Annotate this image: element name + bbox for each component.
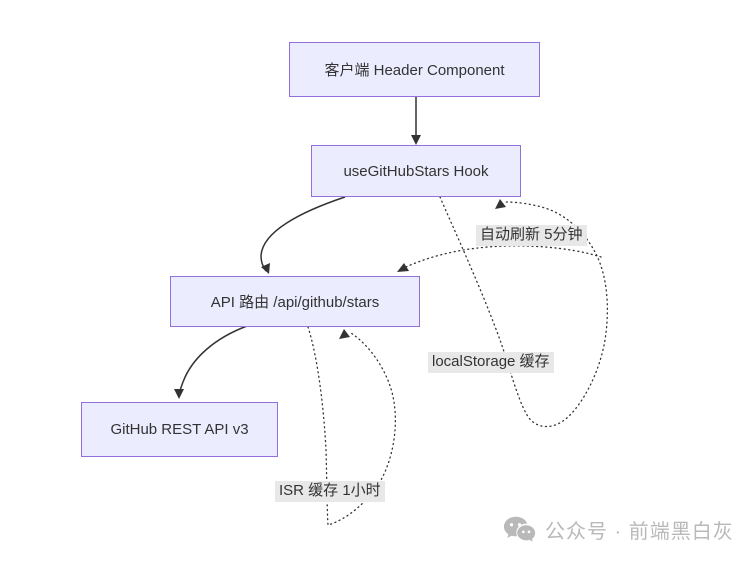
watermark-text: 公众号 · 前端黑白灰 <box>545 521 734 543</box>
arrowhead-api-top-right <box>397 263 409 272</box>
watermark: 公众号 · 前端黑白灰 <box>503 515 734 544</box>
edge-hook-selfloop-localstorage <box>439 196 609 428</box>
node-github-rest-api: GitHub REST API v3 <box>81 402 278 457</box>
edge-label-auto-refresh: 自动刷新 5分钟 <box>476 225 587 246</box>
node-usegithubstars-hook: useGitHubStars Hook <box>311 145 521 197</box>
node-api-route: API 路由 /api/github/stars <box>170 276 420 327</box>
arrowhead-api-top <box>261 263 270 274</box>
node-header-component: 客户端 Header Component <box>289 42 540 97</box>
arrowhead-api-bottom <box>339 329 350 339</box>
wechat-icon <box>503 516 537 543</box>
arrowhead-hook-bottom <box>495 199 506 209</box>
edge-hook-to-api <box>260 196 346 272</box>
arrowhead-hook-top <box>411 135 421 145</box>
edge-label-isr-cache: ISR 缓存 1小时 <box>275 481 385 502</box>
arrowhead-github-top <box>174 389 184 399</box>
edge-label-localstorage-cache: localStorage 缓存 <box>428 352 554 373</box>
edge-api-to-github <box>178 325 248 395</box>
edge-hook-to-api-refresh <box>405 245 602 268</box>
edge-api-selfloop-isr <box>307 326 396 526</box>
